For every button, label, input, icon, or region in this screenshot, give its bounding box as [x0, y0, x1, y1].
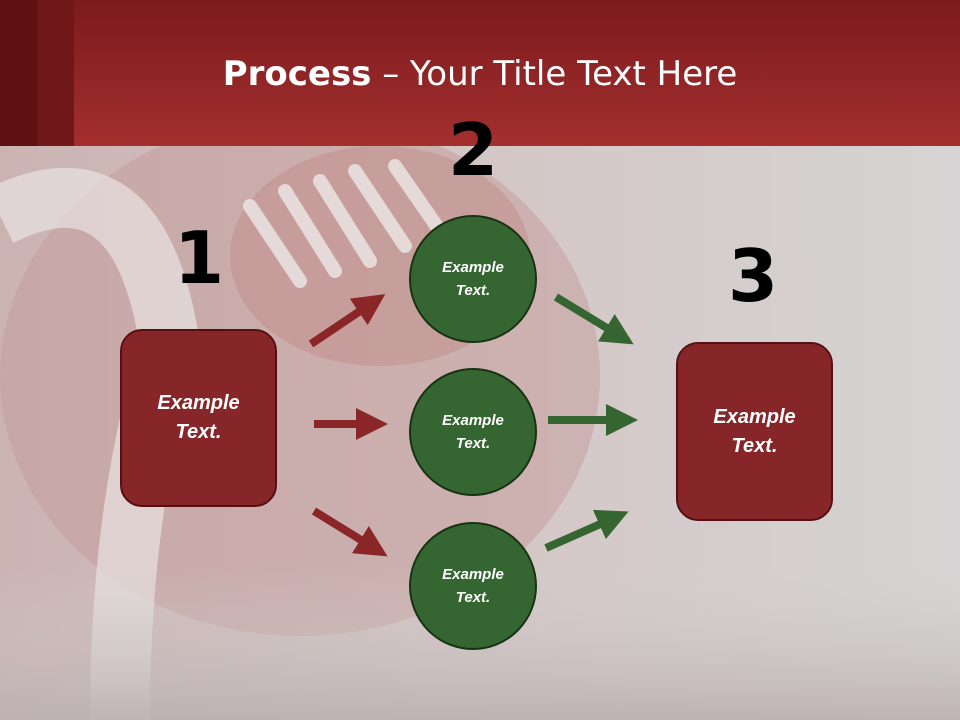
header-band [0, 0, 960, 146]
step-2-circle-middle: Example Text. [409, 368, 537, 496]
step-3-text: Example Text. [713, 405, 796, 457]
step-number-3: 3 [727, 234, 779, 318]
circle-text: Example Text. [442, 566, 504, 606]
slide-title: Process – Your Title Text Here [0, 52, 960, 96]
step-3-box: Example Text. [676, 342, 833, 521]
step-2-circle-bottom: Example Text. [409, 522, 537, 650]
step-number-2: 2 [447, 108, 499, 192]
step-1-box: Example Text. [120, 329, 277, 507]
header-accent-strip [0, 0, 38, 146]
step-number-1: 1 [173, 216, 225, 300]
step-1-text: Example Text. [157, 392, 240, 443]
title-bold: Process [222, 54, 372, 94]
header-accent-strip [38, 0, 74, 146]
circle-text: Example Text. [442, 412, 504, 452]
step-2-circle-top: Example Text. [409, 215, 537, 343]
circle-text: Example Text. [442, 259, 504, 299]
title-rest: – Your Title Text Here [371, 54, 738, 94]
